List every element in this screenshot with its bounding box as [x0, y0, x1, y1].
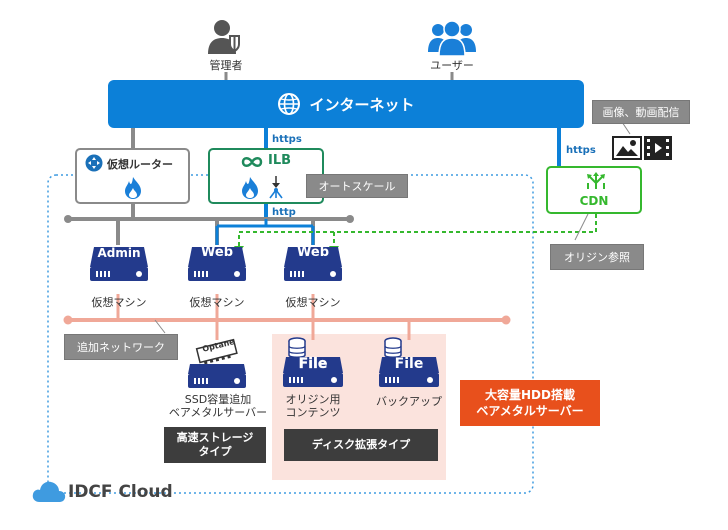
- ilb-box: ILB: [208, 148, 324, 204]
- ilb-flame-icon: [242, 177, 258, 199]
- vm-admin-tag: Admin: [97, 246, 141, 260]
- file-origin-line1: オリジン用: [285, 393, 341, 406]
- hdd-baremetal-callout: 大容量HDD搭載 ベアメタルサーバー: [460, 380, 600, 426]
- users-label: ユーザー: [430, 59, 474, 72]
- https-right-label: https: [566, 145, 596, 156]
- fast-storage-line2: タイプ: [198, 445, 232, 458]
- http-label: http: [272, 207, 296, 218]
- router-label: 仮想ルーター: [107, 158, 173, 171]
- hdd-callout-line1: 大容量HDD搭載: [485, 388, 575, 402]
- users-group-icon: [428, 20, 476, 56]
- brand-label: IDCF Cloud: [68, 482, 173, 502]
- https-left-label: https: [272, 134, 302, 145]
- firewall-flame-icon: [125, 177, 141, 199]
- ssd-server-line1: SSD容量追加: [184, 393, 252, 406]
- fast-storage-line1: 高速ストレージ: [176, 431, 254, 444]
- vm-web2-tag: Web: [297, 245, 329, 260]
- file-backup-tag: File: [394, 356, 424, 372]
- admin-label: 管理者: [209, 59, 243, 72]
- vm-admin-server-icon: [90, 247, 148, 281]
- file-origin-line2: コンテンツ: [285, 406, 341, 419]
- vm-web1-label: 仮想マシン: [189, 296, 245, 309]
- file-server-origin-icon: [283, 337, 343, 387]
- ilb-label: ILB: [268, 153, 292, 168]
- file-server-backup-icon: [379, 337, 439, 387]
- vm-web2-server-icon: [284, 247, 342, 281]
- image-icon: [612, 136, 642, 160]
- file-origin-tag: File: [298, 356, 328, 372]
- file-backup-label: バックアップ: [376, 395, 442, 408]
- vm-web1-server-icon: [188, 247, 246, 281]
- scale-arrows-icon: [269, 176, 283, 199]
- media-delivery-tag: 画像、動画配信: [592, 100, 690, 124]
- fast-storage-type-tag: 高速ストレージ タイプ: [164, 427, 266, 463]
- cdn-label: CDN: [579, 194, 609, 208]
- autoscale-tag: オートスケール: [306, 174, 408, 198]
- cloud-logo-icon: [32, 481, 66, 502]
- video-film-icon: [644, 136, 672, 160]
- router-icon: [85, 154, 103, 172]
- vm-web2-label: 仮想マシン: [285, 296, 341, 309]
- internet-label: インターネット: [309, 95, 415, 114]
- cdn-box: CDN: [546, 166, 642, 214]
- internet-bar: インターネット: [108, 80, 584, 128]
- infinity-icon: [241, 157, 263, 167]
- file-origin-label: オリジン用 コンテンツ: [270, 393, 356, 419]
- additional-network-tag: 追加ネットワーク: [64, 334, 178, 360]
- vm-admin-label: 仮想マシン: [91, 296, 147, 309]
- ssd-server-line2: ベアメタルサーバー: [168, 406, 268, 419]
- ssd-server-icon: [188, 338, 246, 388]
- globe-icon: [278, 93, 301, 115]
- hdd-callout-line2: ベアメタルサーバー: [476, 404, 584, 418]
- origin-reference-tag: オリジン参照: [550, 244, 644, 270]
- disk-expansion-type-tag: ディスク拡張タイプ: [284, 429, 438, 461]
- cdn-distribution-icon: [587, 172, 605, 189]
- vm-web1-tag: Web: [201, 245, 233, 260]
- virtual-router-box: 仮想ルーター: [75, 148, 190, 204]
- ssd-server-label: SSD容量追加 ベアメタルサーバー: [168, 393, 268, 419]
- admin-person-icon: [208, 20, 240, 54]
